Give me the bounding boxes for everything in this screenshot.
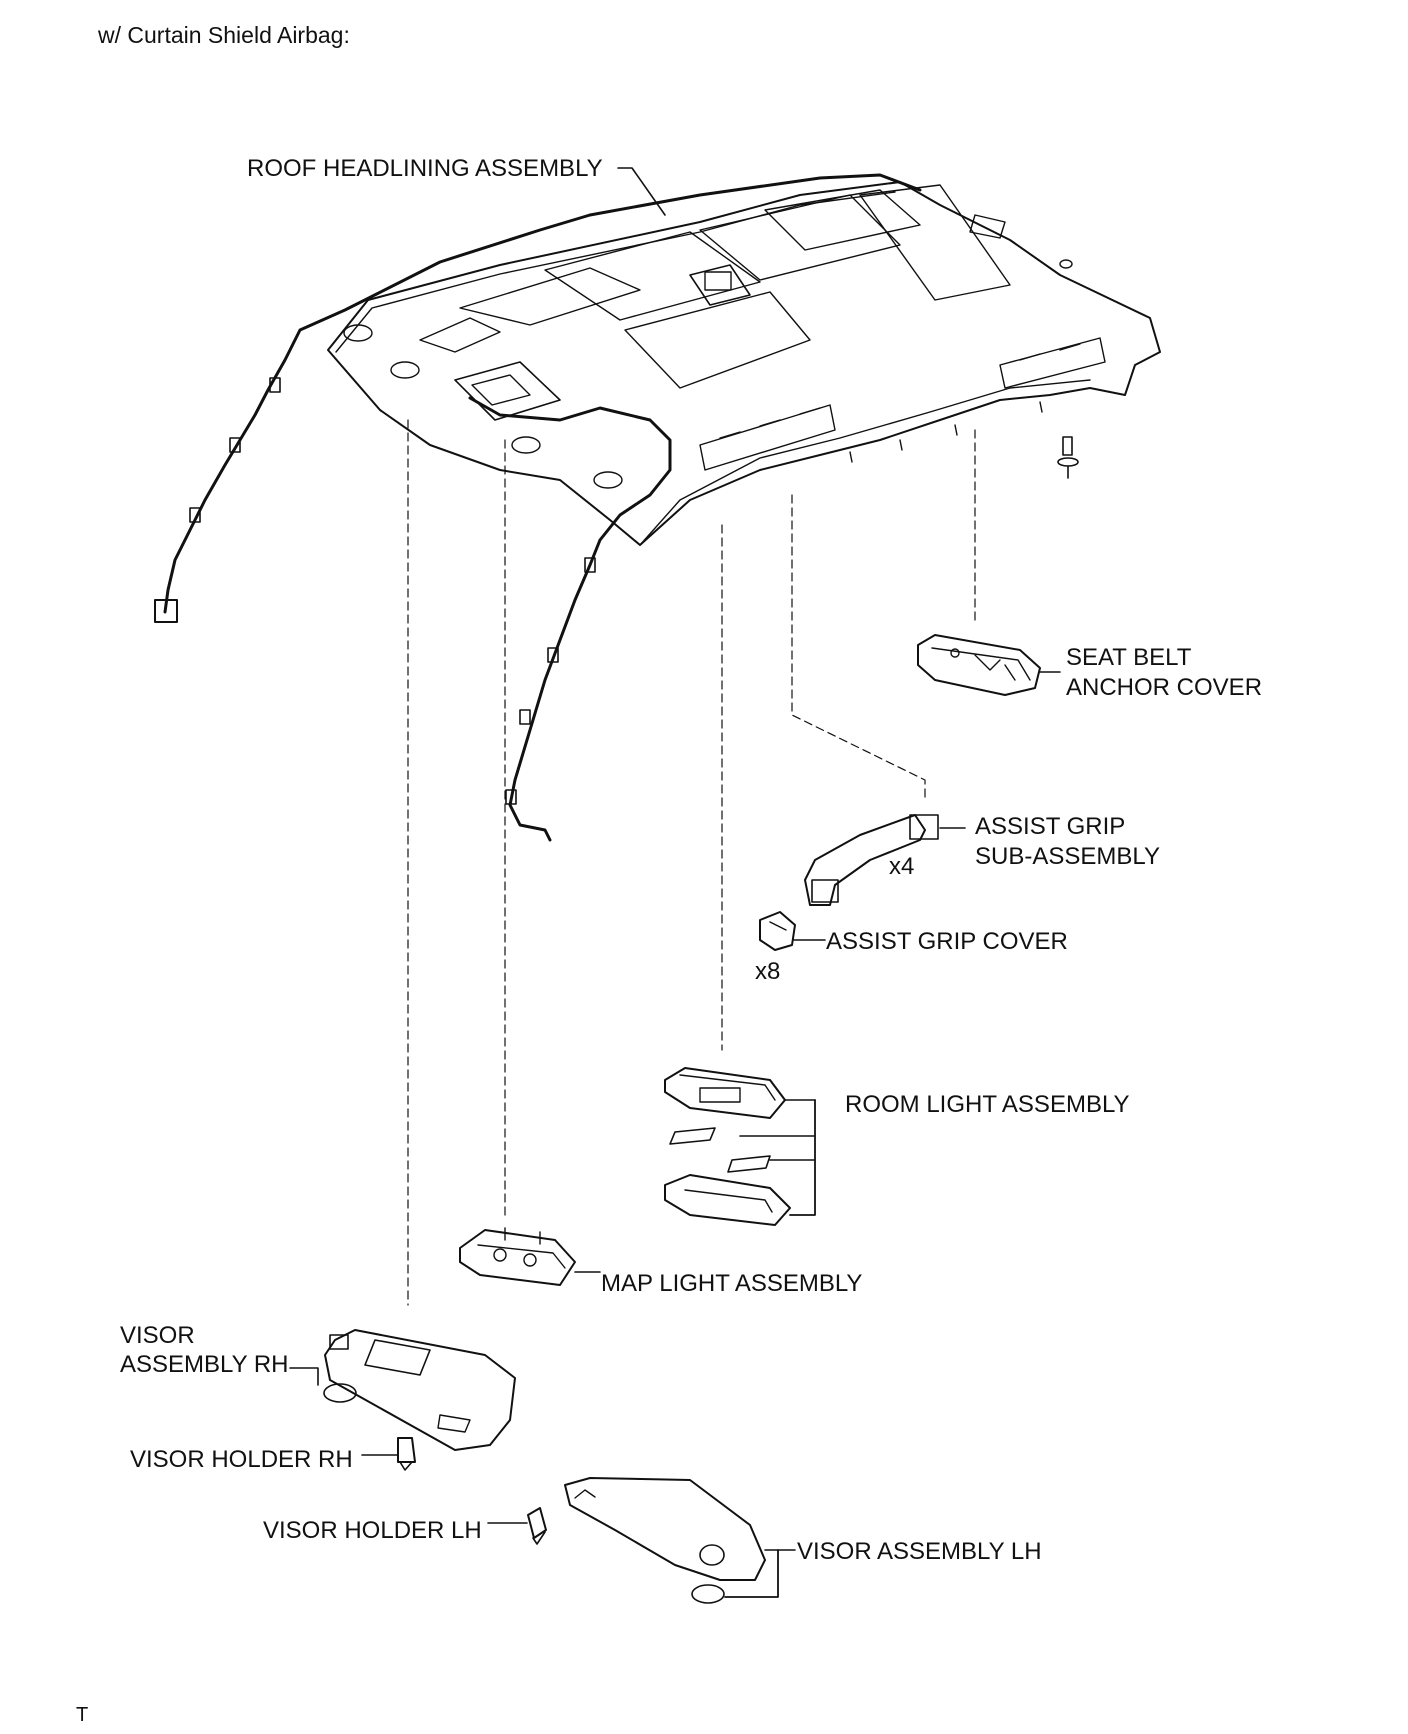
header-title: w/ Curtain Shield Airbag: <box>98 22 350 48</box>
label-visor-assembly-rh-line2: ASSEMBLY RH <box>120 1351 289 1378</box>
label-room-light-assembly: ROOM LIGHT ASSEMBLY <box>845 1091 1130 1118</box>
label-assist-grip-cover: ASSIST GRIP COVER <box>826 928 1068 955</box>
label-assist-grip-qty: x4 <box>889 853 915 880</box>
label-roof-headlining-assembly: ROOF HEADLINING ASSEMBLY <box>247 155 603 182</box>
label-assist-grip-line2: SUB-ASSEMBLY <box>975 843 1160 870</box>
label-seat-belt-anchor-cover-line2: ANCHOR COVER <box>1066 674 1263 701</box>
map-light-assembly <box>459 1227 601 1286</box>
assist-grip <box>804 814 966 906</box>
label-assist-grip-cover-qty: x8 <box>755 958 781 985</box>
clip <box>1057 436 1079 479</box>
seat-belt-anchor-cover <box>917 634 1061 696</box>
wire-harness-rh <box>154 213 592 623</box>
label-map-light-assembly: MAP LIGHT ASSEMBLY <box>601 1270 863 1297</box>
label-assist-grip-line1: ASSIST GRIP <box>975 813 1126 840</box>
visor-holder-rh <box>361 1437 416 1471</box>
visor-assembly-lh <box>564 1477 796 1604</box>
visor-assembly-rh <box>289 1329 516 1451</box>
label-visor-holder-rh: VISOR HOLDER RH <box>130 1446 353 1473</box>
assist-grip-cover <box>759 911 826 951</box>
label-visor-assembly-rh-line1: VISOR <box>120 1322 195 1349</box>
label-seat-belt-anchor-cover-line1: SEAT BELT <box>1066 644 1192 671</box>
footer-mark: T <box>76 1704 89 1726</box>
dashed-leaders <box>407 419 976 1306</box>
label-visor-assembly-lh: VISOR ASSEMBLY LH <box>797 1538 1042 1565</box>
roof-headlining-leader <box>617 167 666 216</box>
label-visor-holder-lh: VISOR HOLDER LH <box>263 1517 482 1544</box>
room-light-assembly <box>664 1067 816 1226</box>
roof-headlining-assembly <box>327 181 1161 546</box>
wire-harness-lh <box>468 173 922 842</box>
visor-holder-lh <box>487 1507 547 1545</box>
